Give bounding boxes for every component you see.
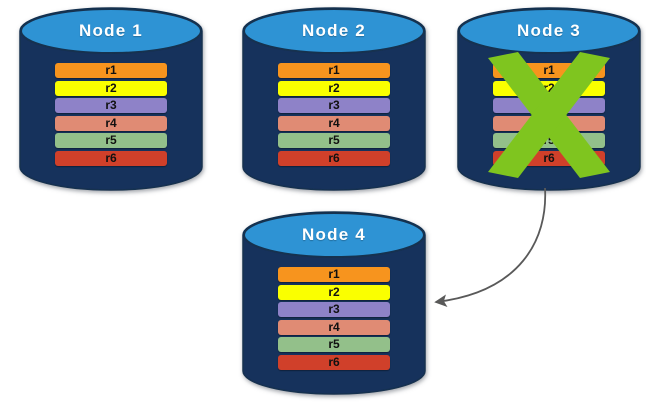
data-row-r2[interactable]: r2 [55, 81, 167, 96]
data-row-r1[interactable]: r1 [55, 63, 167, 78]
data-row-r2[interactable]: r2 [493, 81, 605, 96]
data-row-r5[interactable]: r5 [278, 133, 390, 148]
data-row-r3[interactable]: r3 [493, 98, 605, 113]
arrow-path [434, 187, 547, 307]
data-row-r6[interactable]: r6 [278, 151, 390, 166]
data-row-r4[interactable]: r4 [55, 116, 167, 131]
data-row-r3[interactable]: r3 [278, 302, 390, 317]
data-row-r2[interactable]: r2 [278, 81, 390, 96]
data-row-r3[interactable]: r3 [55, 98, 167, 113]
data-row-r4[interactable]: r4 [493, 116, 605, 131]
data-row-r5[interactable]: r5 [493, 133, 605, 148]
data-row-r1[interactable]: r1 [278, 267, 390, 282]
data-row-r5[interactable]: r5 [55, 133, 167, 148]
data-row-r4[interactable]: r4 [278, 320, 390, 335]
data-row-r4[interactable]: r4 [278, 116, 390, 131]
data-row-r1[interactable]: r1 [493, 63, 605, 78]
data-row-r6[interactable]: r6 [55, 151, 167, 166]
data-row-r1[interactable]: r1 [278, 63, 390, 78]
data-row-r5[interactable]: r5 [278, 337, 390, 352]
data-row-r6[interactable]: r6 [493, 151, 605, 166]
data-row-r2[interactable]: r2 [278, 285, 390, 300]
data-row-r3[interactable]: r3 [278, 98, 390, 113]
data-row-r6[interactable]: r6 [278, 355, 390, 370]
